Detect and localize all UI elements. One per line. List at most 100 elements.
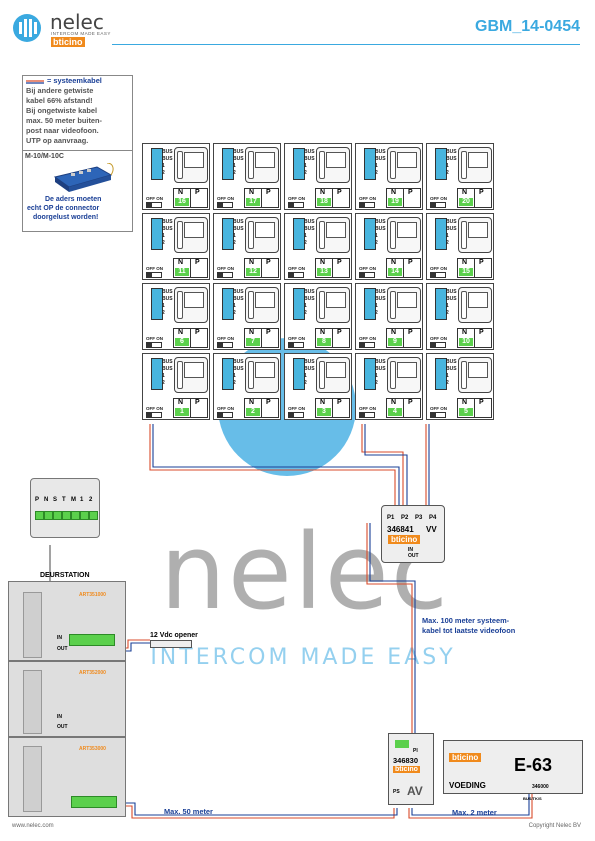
n-socket-label: N [178, 399, 184, 406]
termination-switch[interactable] [430, 342, 446, 348]
distance-note-100: kabel tot laatste videofoon [422, 626, 516, 635]
switch-label: OFF ON [217, 266, 234, 271]
bus-terminal-block [364, 288, 376, 320]
terminal-label: BUS [233, 359, 244, 365]
videophone-icon [316, 287, 350, 323]
termination-switch[interactable] [288, 202, 304, 208]
terminal-label: BUS [162, 149, 173, 155]
terminal-label: 2 [304, 380, 307, 386]
address-configurator: 15 [459, 268, 473, 276]
switch-label: OFF ON [146, 196, 163, 201]
distributor-brand: bticino [388, 535, 421, 544]
termination-switch[interactable] [146, 342, 162, 348]
n-socket-label: N [178, 329, 184, 336]
terminal-label: 1 [304, 303, 307, 309]
psu-code: 346000 [532, 784, 549, 790]
videophone-icon [387, 147, 421, 183]
terminal-label: BUS [162, 219, 173, 225]
videophone-icon [387, 357, 421, 393]
terminal-label: 1 [233, 163, 236, 169]
termination-switch[interactable] [217, 202, 233, 208]
power-supply: bticino E-63 VOEDING 346000 [443, 740, 583, 794]
termination-switch[interactable] [217, 342, 233, 348]
termination-switch[interactable] [359, 272, 375, 278]
n-socket-label: N [178, 259, 184, 266]
videophone-icon [458, 287, 492, 323]
p-socket-label: P [195, 259, 200, 266]
distributor-code: 346841 [387, 525, 414, 534]
termination-switch[interactable] [430, 412, 446, 418]
terminal-label: 2 [446, 310, 449, 316]
terminal-label: BUS [233, 226, 244, 232]
address-configurator: 17 [246, 198, 260, 206]
p-socket-label: P [337, 189, 342, 196]
terminal-label: BUS [304, 156, 315, 162]
address-configurator: 11 [175, 268, 189, 276]
distance-note-100: Max. 100 meter systeem- [422, 616, 510, 625]
termination-switch[interactable] [146, 202, 162, 208]
termination-switch[interactable] [430, 272, 446, 278]
terminal-label: BUS [375, 149, 386, 155]
terminal-label: 2 [162, 240, 165, 246]
address-configurator: 16 [175, 198, 189, 206]
terminal-label: 2 [233, 170, 236, 176]
termination-switch[interactable] [217, 272, 233, 278]
termination-switch[interactable] [430, 202, 446, 208]
terminal-label: BUS [304, 226, 315, 232]
switch-label: OFF ON [430, 406, 447, 411]
p-socket-label: P [195, 329, 200, 336]
door-terminal-screw [53, 511, 62, 520]
terminal-label: 2 [375, 380, 378, 386]
terminal-label: 2 [446, 170, 449, 176]
termination-switch[interactable] [288, 342, 304, 348]
termination-switch[interactable] [359, 412, 375, 418]
p-socket-label: P [266, 329, 271, 336]
terminal-label: 1 [375, 303, 378, 309]
p-socket-label: P [408, 329, 413, 336]
termination-switch[interactable] [288, 412, 304, 418]
terminal-label: BUS [446, 156, 457, 162]
terminal-label: BUS [233, 289, 244, 295]
bus-terminal-block [364, 218, 376, 250]
termination-switch[interactable] [359, 342, 375, 348]
n-socket-label: N [249, 259, 255, 266]
n-socket-label: N [178, 189, 184, 196]
p-socket-label: P [266, 189, 271, 196]
terminal-label: 1 [375, 163, 378, 169]
terminal-label: 2 [304, 170, 307, 176]
termination-switch[interactable] [146, 412, 162, 418]
termination-switch[interactable] [146, 272, 162, 278]
header-divider [112, 44, 580, 45]
videophone-icon [174, 217, 208, 253]
connector-warning: echt OP de connector [27, 205, 100, 212]
door-terminal-screw [62, 511, 71, 520]
interface-port: PI [413, 748, 418, 754]
bus-terminal-block [222, 358, 234, 390]
bus-terminal-block [151, 288, 163, 320]
terminal-label: BUS [162, 156, 173, 162]
system-cable-legend-icon [26, 80, 44, 84]
termination-switch[interactable] [288, 272, 304, 278]
videophone-icon [458, 217, 492, 253]
module-2-in: IN [57, 714, 62, 720]
address-configurator: 12 [246, 268, 260, 276]
address-configurator: 20 [459, 198, 473, 206]
door-station-title: DEURSTATION [40, 572, 90, 579]
p-socket-label: P [479, 259, 484, 266]
termination-switch[interactable] [359, 202, 375, 208]
termination-switch[interactable] [217, 412, 233, 418]
terminal-label: BUS [446, 226, 457, 232]
